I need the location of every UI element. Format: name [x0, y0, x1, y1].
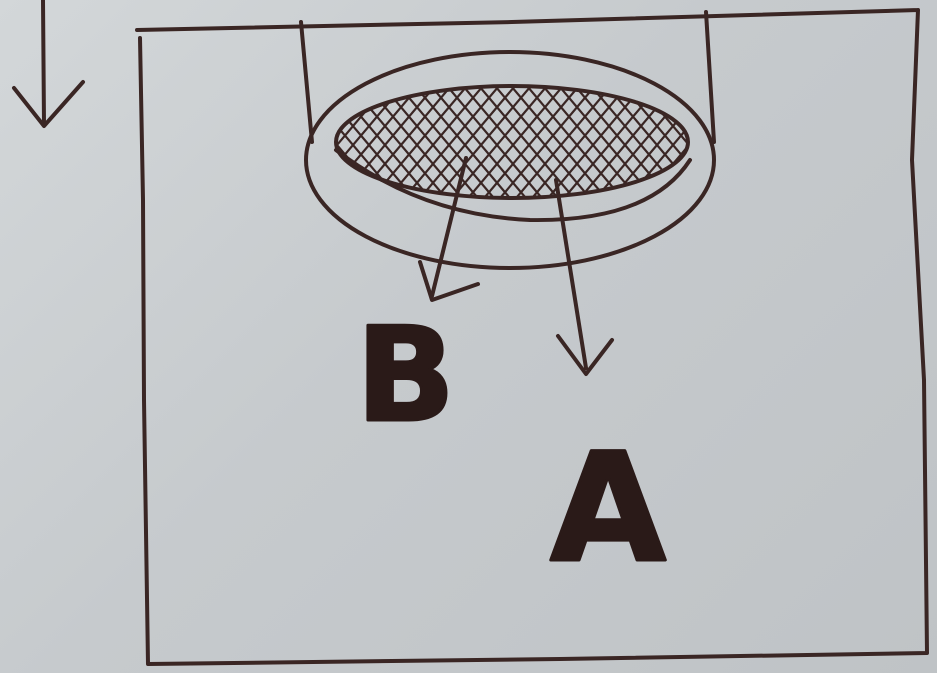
hatch-line [170, 80, 280, 210]
outer-box [137, 10, 927, 664]
hatch-line [170, 80, 280, 210]
hatch-line [826, 80, 936, 210]
label-b: B [356, 299, 455, 451]
hatch-line [186, 80, 296, 210]
hatch-line [730, 80, 840, 210]
hatch-line [810, 80, 920, 210]
hatch-line [186, 80, 296, 210]
hatch-line [266, 80, 376, 210]
hatch-line [794, 80, 904, 210]
hatch-line [714, 80, 824, 210]
hatch-line [234, 80, 344, 210]
hanger-left [301, 22, 312, 142]
hatch-line [714, 80, 824, 210]
hatch-line [858, 80, 937, 210]
hatch-line [746, 80, 856, 210]
hatch-line [778, 80, 888, 210]
label-a: A [550, 422, 666, 596]
hanger-right [706, 12, 714, 142]
hatch-line [666, 80, 776, 210]
hatch-line [202, 80, 312, 210]
hatch-line [202, 80, 312, 210]
hatch-line [234, 80, 344, 210]
hatch-line [266, 80, 376, 210]
hatch-line [810, 80, 920, 210]
hatch-line [698, 80, 808, 210]
hatch-line [730, 80, 840, 210]
hatch-line [778, 80, 888, 210]
hatch-line [666, 80, 776, 210]
hatch-line [762, 80, 872, 210]
hatch-line [682, 80, 792, 210]
hatch-line [858, 80, 937, 210]
arrow-to-a [556, 180, 612, 374]
hatch-line [282, 80, 392, 210]
hatch-line [746, 80, 856, 210]
hatch-line [794, 80, 904, 210]
mesh-hatch [170, 80, 937, 210]
hatch-line [842, 80, 937, 210]
hatch-line [826, 80, 936, 210]
down-arrow-icon [14, 0, 83, 126]
hatch-line [682, 80, 792, 210]
hatch-line [218, 80, 328, 210]
hatch-line [762, 80, 872, 210]
hatch-line [218, 80, 328, 210]
hatch-line [842, 80, 937, 210]
hatch-line [698, 80, 808, 210]
